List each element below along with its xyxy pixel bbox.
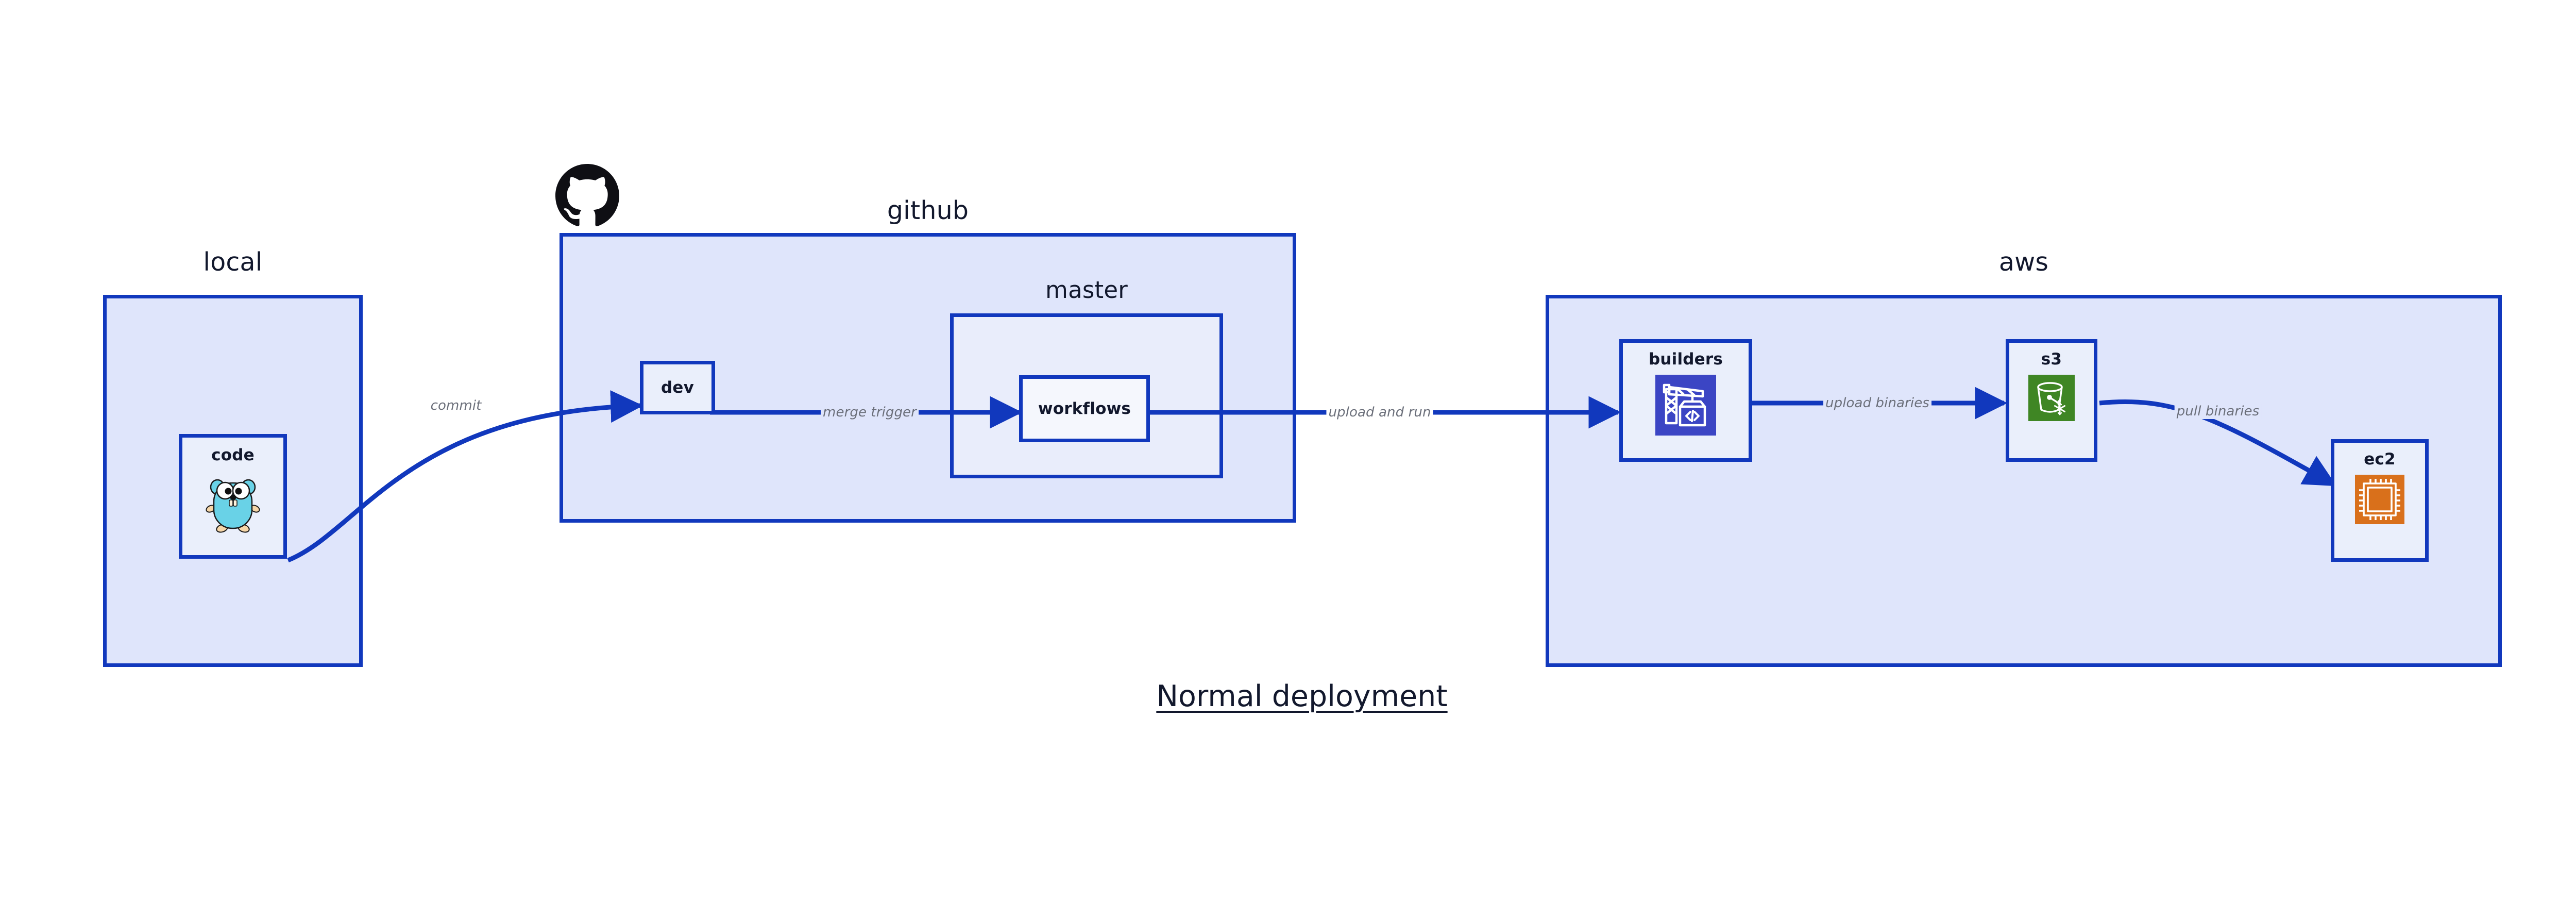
- node-label-ec2: ec2: [2364, 450, 2396, 469]
- aws-ec2-chip-icon: [2355, 475, 2404, 526]
- edge-label-upload-binaries: upload binaries: [1823, 395, 1931, 411]
- edge-label-commit: commit: [428, 398, 484, 413]
- node-dev[interactable]: dev: [640, 361, 715, 414]
- node-label-s3: s3: [2041, 350, 2062, 369]
- github-octocat-logo: [555, 164, 619, 228]
- node-workflows[interactable]: workflows: [1019, 375, 1150, 442]
- node-s3[interactable]: s3: [2006, 339, 2097, 462]
- node-label-code: code: [211, 446, 255, 464]
- container-label-local: local: [203, 247, 263, 277]
- edge-label-pull-binaries: pull binaries: [2174, 404, 2262, 419]
- edge-label-merge-trigger: merge trigger: [821, 405, 919, 420]
- node-label-builders: builders: [1648, 350, 1723, 369]
- node-ec2[interactable]: ec2: [2331, 439, 2429, 562]
- node-builders[interactable]: builders: [1619, 339, 1752, 462]
- container-label-github: github: [887, 196, 969, 225]
- container-label-master: master: [1045, 276, 1128, 304]
- node-label-dev: dev: [660, 378, 694, 397]
- node-code[interactable]: code: [179, 434, 287, 559]
- node-label-workflows: workflows: [1038, 399, 1131, 418]
- diagram-title: Normal deployment: [1156, 679, 1448, 713]
- container-label-aws: aws: [1998, 247, 2049, 277]
- go-gopher-icon: [204, 472, 262, 536]
- aws-codebuild-icon: [1655, 375, 1716, 438]
- aws-s3-glacier-icon: [2028, 375, 2075, 423]
- edge-label-upload-and-run: upload and run: [1326, 405, 1433, 420]
